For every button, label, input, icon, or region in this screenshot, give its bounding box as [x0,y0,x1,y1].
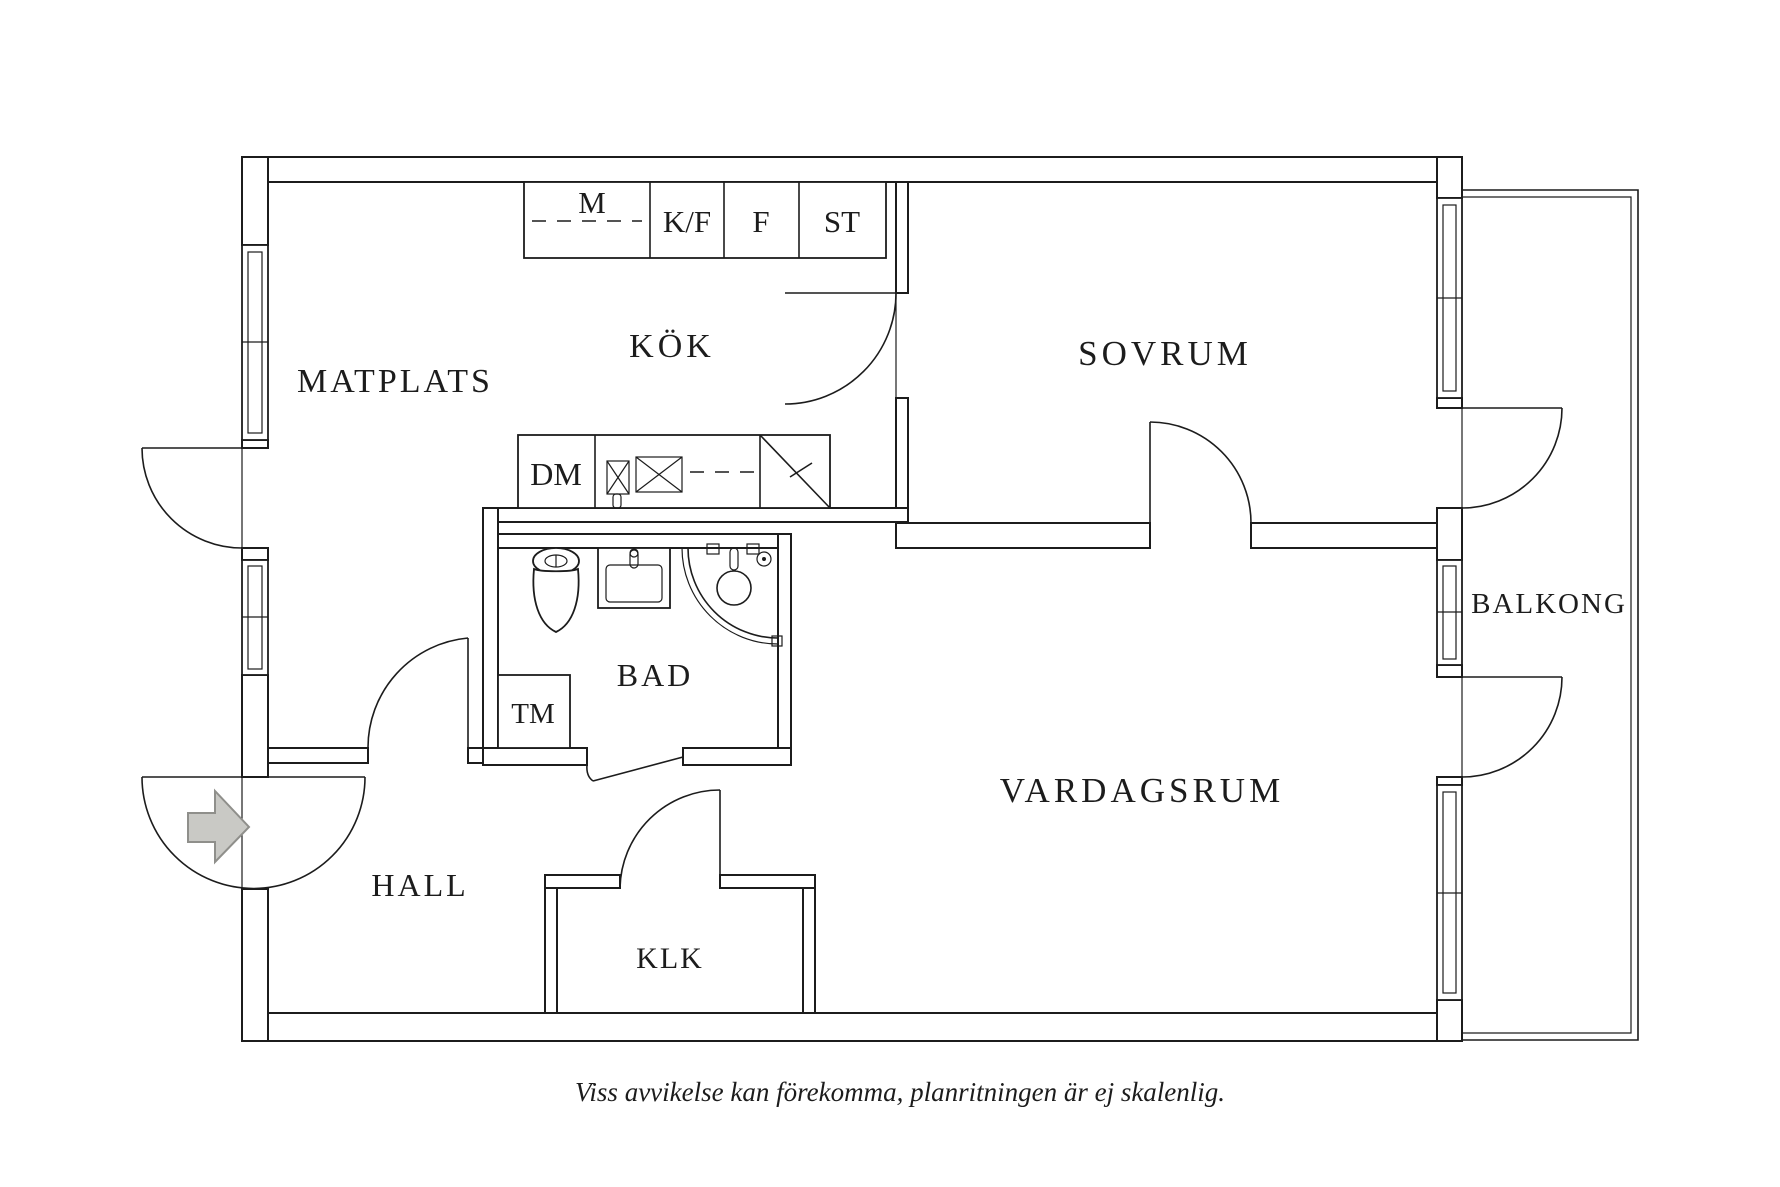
label-sovrum: SOVRUM [1078,334,1252,373]
window-hall [241,559,269,676]
label-balkong: BALKONG [1471,588,1627,620]
wall-left-seg2 [241,439,269,449]
wall-bad-left [482,507,499,766]
wall-right-seg3 [1436,507,1463,561]
wall-kok-sovrum-upper [895,181,909,294]
toilet-icon [532,547,580,633]
window-sovrum [1436,197,1463,399]
door-entrance [141,776,366,890]
door-sovrum-vardagsrum [1149,421,1252,524]
wall-left-seg4 [241,674,269,778]
washbasin-icon [597,547,671,609]
wall-bad-top [482,533,792,549]
door-bad [586,756,684,782]
door-sovrum-balkong [1461,407,1563,509]
labels: MATPLATS KÖK SOVRUM VARDAGSRUM BAD HALL … [297,185,1627,975]
wall-hall-north-stub [467,747,484,764]
label-hall: HALL [371,867,468,903]
door-matplats-exterior [141,447,243,549]
wall-bad-bottom-right [682,747,792,766]
wall-left-seg5 [241,888,269,1042]
wall-sovrum-vardagsrum-left [895,522,1151,549]
door-klk [619,789,721,889]
wall-right-seg2 [1436,397,1463,409]
wall-left-seg3 [241,547,269,561]
wall-klk-top-right [719,874,816,889]
kitchen-upper-cabinets [523,181,887,259]
label-tm: TM [511,698,555,730]
balcony-outer-line [1462,189,1639,1041]
wall-sovrum-vardagsrum-right [1250,522,1438,549]
exterior-walls [241,156,1463,1042]
kitchen-faucet-icon [612,493,622,509]
cabinet-row-upper [523,181,887,259]
shower-icon [681,543,783,647]
wall-right-seg1 [1436,156,1463,199]
windows [241,197,1463,1001]
door-kok-sovrum [784,292,897,405]
kitchen-sink [606,456,683,509]
label-klk: KLK [636,942,704,975]
stove-icon [759,434,831,509]
disclaimer-caption: Viss avvikelse kan förekomma, planritnin… [575,1077,1225,1107]
entry-arrow-icon [187,788,251,865]
interior-walls [267,181,1438,1014]
wall-left-seg1 [241,156,269,246]
wall-kok-bottom [482,507,909,523]
wall-bottom [241,1012,1463,1042]
wall-klk-right [802,874,816,1014]
balcony-outline [1462,189,1639,1041]
label-st: ST [824,204,860,239]
doors [141,292,1563,890]
kitchen-lower-cabinets [517,434,831,509]
wall-right-seg6 [1436,999,1463,1042]
door-vardagsrum-balkong [1461,676,1563,778]
wall-bad-bottom-left [482,747,588,766]
label-bad: BAD [617,657,694,693]
window-matplats [241,244,269,441]
label-m: M [578,185,606,220]
wall-hall-north-west [267,747,369,764]
window-balkong-mid [1436,559,1463,666]
wall-top [241,156,1463,183]
door-matplats-hall [367,637,469,750]
cabinet-row-lower [517,434,831,509]
label-kok: KÖK [629,328,715,365]
label-f: F [752,204,769,239]
label-matplats: MATPLATS [297,363,493,400]
balcony-inner-line [1462,196,1632,1034]
window-vardagsrum [1436,784,1463,1001]
bathroom-fixtures [497,543,783,749]
wall-klk-top-left [544,874,621,889]
wall-klk-left [544,874,558,1014]
wall-right-seg4 [1436,664,1463,678]
washing-machine-box [497,674,571,749]
label-dm: DM [530,456,582,492]
label-kf: K/F [663,204,711,239]
label-vardagsrum: VARDAGSRUM [1000,771,1284,810]
wall-bad-right [777,533,792,766]
wall-right-seg5 [1436,776,1463,786]
wall-kok-sovrum-lower [895,397,909,524]
